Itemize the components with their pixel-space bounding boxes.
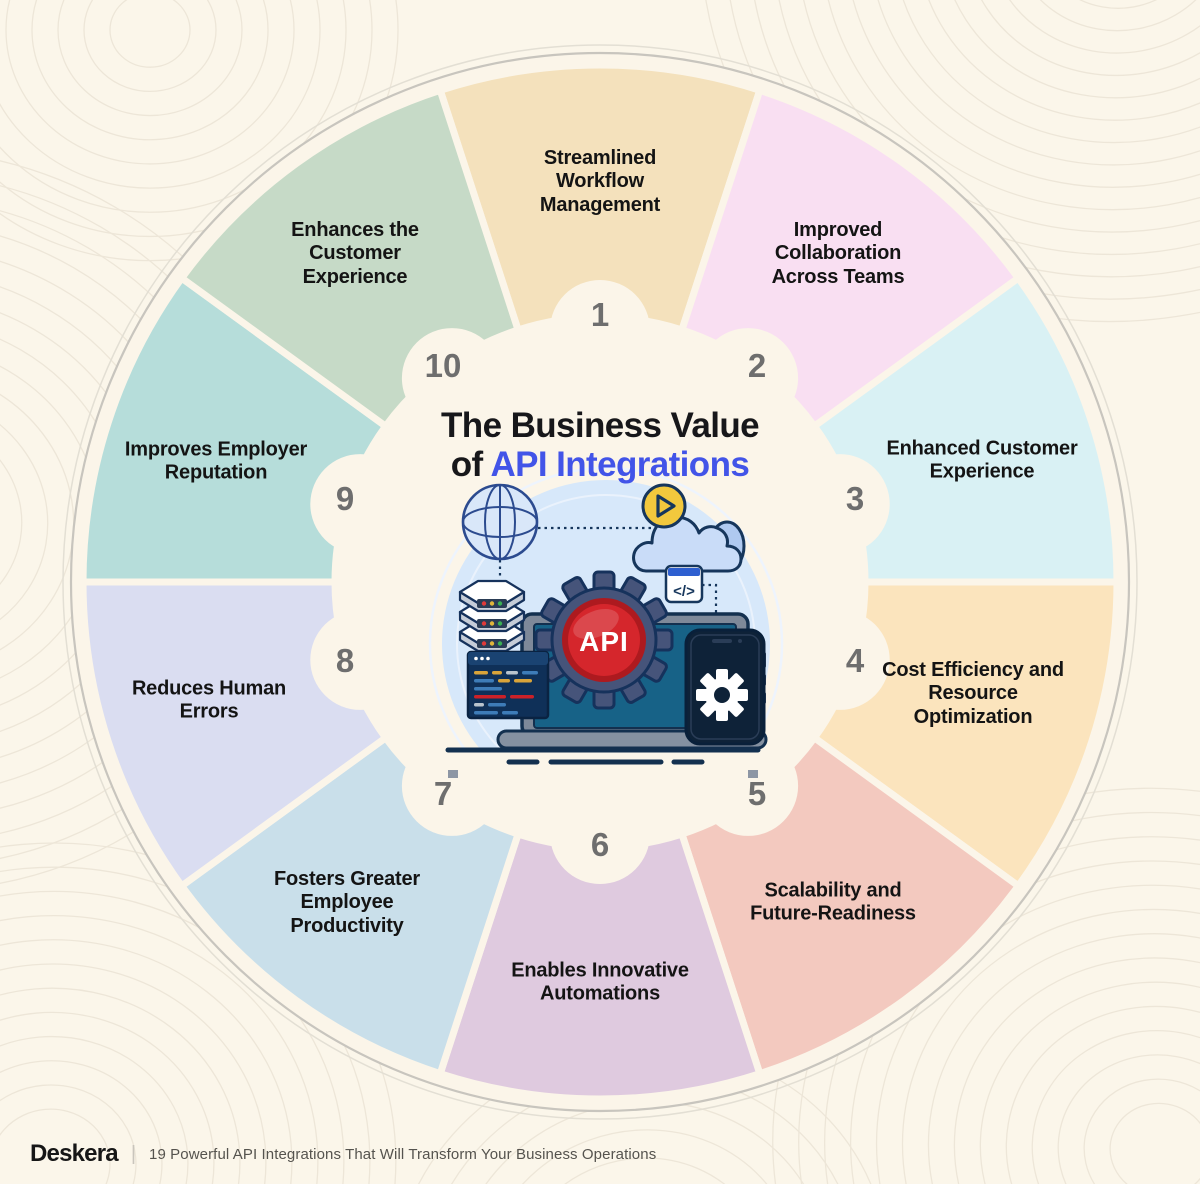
contour-line: [450, 1101, 830, 1184]
code-window-icon: [466, 650, 550, 720]
server-stack-icon: [458, 579, 526, 653]
contour-line: [939, 0, 1200, 99]
contour-line: [0, 1060, 163, 1184]
contour-line: [1109, 1102, 1200, 1184]
contour-line: [57, 0, 243, 117]
contour-line: [0, 1011, 215, 1184]
contour-line: [0, 1108, 111, 1184]
contour-line: [748, 0, 1200, 278]
contour-line: [510, 1157, 770, 1184]
contour-line: [987, 0, 1200, 54]
decor-square-right: [748, 770, 758, 778]
contour-line: [867, 0, 1200, 166]
code-line: [502, 711, 518, 715]
contour-line: [979, 981, 1200, 1184]
contour-line: [772, 0, 1200, 256]
number-bump: [789, 454, 890, 555]
contour-line: [819, 0, 1200, 211]
phone-gear-icon: [696, 669, 748, 721]
contour-line: [0, 939, 293, 1184]
contour-line: [1011, 0, 1200, 32]
code-line: [474, 687, 502, 691]
contour-line: [0, 842, 397, 1184]
contour-line: [0, 890, 345, 1184]
contour-line: [0, 0, 373, 238]
contour-line: [0, 1084, 137, 1184]
code-line: [474, 703, 484, 707]
api-label: API: [579, 626, 629, 657]
contour-line: [849, 860, 1200, 1184]
contour-line: [843, 0, 1200, 188]
contour-line: [824, 836, 1200, 1184]
code-line: [506, 671, 518, 675]
code-line: [514, 679, 532, 683]
code-line: [522, 671, 538, 675]
number-bump: [310, 454, 411, 555]
contour-line: [798, 811, 1200, 1184]
contour-line: [31, 0, 269, 141]
contour-line: [5, 0, 295, 165]
contour-line: [901, 908, 1200, 1184]
code-line: [474, 711, 498, 715]
number-bump: [310, 609, 411, 710]
phone-gear-tooth: [696, 689, 708, 701]
contour-line: [1035, 0, 1200, 9]
contour-line: [0, 987, 241, 1184]
globe-icon: [461, 483, 539, 561]
contour-line: [0, 0, 347, 213]
cloud-icon: [632, 515, 746, 573]
gear-icon: API: [534, 570, 674, 710]
decor-square-left: [448, 770, 458, 778]
contour-line: [963, 0, 1200, 77]
phone-icon: [684, 628, 766, 746]
number-bump: [698, 328, 799, 429]
code-line: [474, 695, 506, 699]
contour-line: [772, 787, 1200, 1184]
code-line: [488, 703, 506, 707]
code-line: [498, 679, 510, 683]
contour-line: [514, 1158, 766, 1184]
code-line: [492, 671, 502, 675]
contour-line: [1031, 1030, 1200, 1184]
code-tag-icon: </>: [664, 564, 704, 604]
contour-line: [0, 390, 49, 650]
contour-line: [0, 866, 371, 1184]
contour-line: [480, 1129, 800, 1184]
contour-line: [0, 426, 9, 613]
contour-line: [0, 0, 321, 189]
svg-text:</>: </>: [673, 583, 695, 600]
phone-gear-tooth: [716, 709, 728, 721]
contour-line: [1005, 1005, 1200, 1184]
contour-line: [724, 0, 1200, 300]
phone-gear-tooth: [716, 669, 728, 681]
number-bump: [789, 609, 890, 710]
server-tray: [458, 579, 526, 613]
number-bump: [401, 328, 502, 429]
contour-line: [953, 957, 1200, 1184]
wheel-outer-glow: [62, 44, 1138, 1120]
contour-line: [0, 963, 267, 1184]
code-line: [474, 671, 488, 675]
contour-line: [1083, 1078, 1200, 1184]
contour-line: [0, 914, 319, 1184]
contour-line: [0, 414, 23, 626]
contour-line: [875, 884, 1200, 1184]
contour-line: [915, 0, 1200, 121]
contour-line: [109, 0, 191, 68]
number-bump: [550, 280, 650, 380]
contour-line: [927, 933, 1200, 1184]
code-line: [474, 679, 494, 683]
contour-line: [0, 1035, 189, 1184]
play-icon: [641, 483, 687, 529]
contour-line: [796, 0, 1200, 233]
contour-line: [0, 0, 399, 262]
contour-line: [83, 0, 217, 93]
code-line: [510, 695, 534, 699]
contour-line: [700, 0, 1200, 323]
phone-gear-tooth: [736, 689, 748, 701]
contour-line: [1057, 1054, 1200, 1184]
contour-line: [891, 0, 1200, 144]
